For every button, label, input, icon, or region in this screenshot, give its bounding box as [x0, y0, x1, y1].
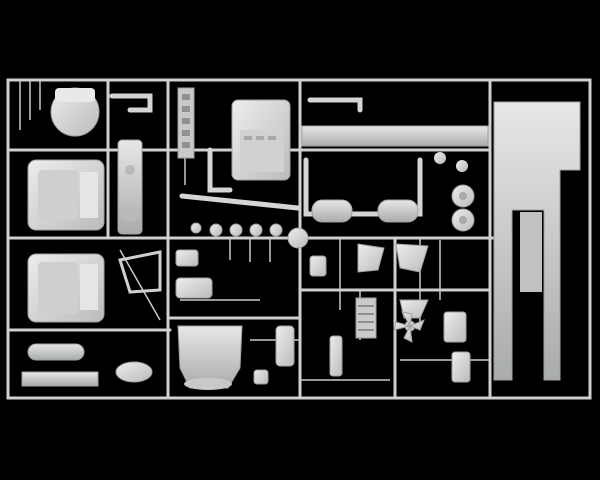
engine-block-bottom	[27, 253, 105, 323]
fender-part	[395, 243, 429, 319]
sprue-frame	[6, 78, 592, 400]
spring-coils	[355, 297, 377, 339]
center-small-parts	[175, 249, 343, 385]
bell-housing	[50, 87, 100, 137]
tanks	[311, 199, 419, 223]
battery-box	[443, 311, 471, 383]
engine-block-top	[27, 159, 105, 231]
vertical-bracket	[117, 139, 143, 235]
exhaust-pipes	[109, 93, 423, 217]
mirror-part	[357, 243, 385, 273]
grill-column	[177, 87, 195, 159]
fan	[393, 311, 425, 343]
bottom-left-parts	[21, 250, 162, 387]
cab-panel	[231, 99, 291, 181]
chassis-beam	[301, 125, 489, 147]
small-studs	[190, 222, 309, 249]
oil-pan	[177, 325, 243, 390]
wheels	[434, 152, 475, 232]
chassis-frame	[493, 101, 581, 381]
